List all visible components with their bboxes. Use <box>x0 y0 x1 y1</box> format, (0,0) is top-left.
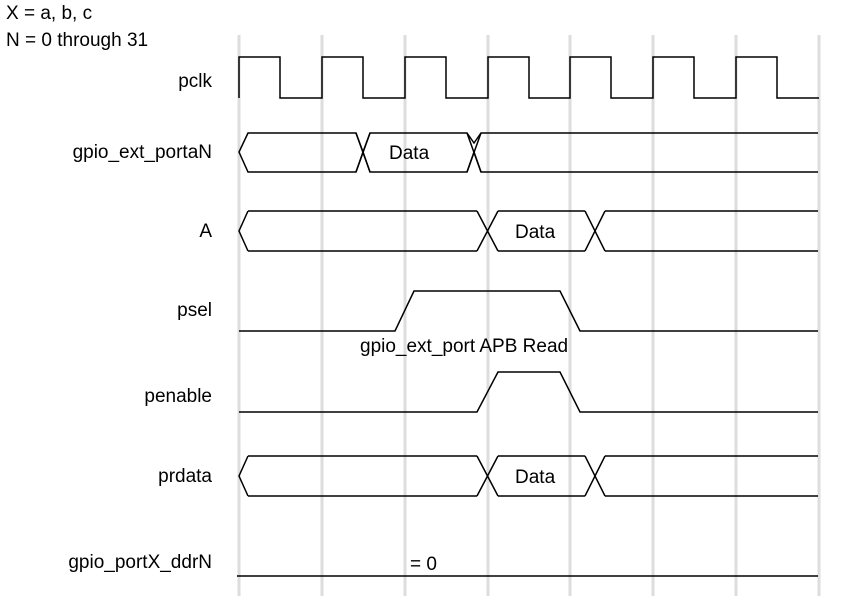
penable-waveform <box>239 371 818 413</box>
signal-label-psel: psel <box>177 300 212 321</box>
psel-waveform <box>239 290 818 332</box>
signal-label-pclk: pclk <box>178 71 212 92</box>
apb-read-annotation: gpio_ext_port APB Read <box>360 336 568 357</box>
ddr-value-label: = 0 <box>410 554 437 575</box>
signal-label-a: A <box>199 221 212 242</box>
prdata-waveform <box>238 455 818 497</box>
note-n-range: N = 0 through 31 <box>6 30 149 51</box>
prdata-data-label: Data <box>515 467 556 488</box>
a-waveform <box>238 210 818 252</box>
gpio-ext-portan-data-label: Data <box>389 143 430 164</box>
pclk-waveform <box>238 56 819 99</box>
note-x-values: X = a, b, c <box>6 3 93 24</box>
signal-label-prdata: prdata <box>158 466 212 487</box>
signal-label-penable: penable <box>144 386 212 407</box>
signal-label-gpio-portx-ddrn: gpio_portX_ddrN <box>68 552 212 573</box>
gpio-ext-portan-waveform <box>238 132 818 173</box>
a-data-label: Data <box>515 222 556 243</box>
signal-label-gpio-ext-portan: gpio_ext_portaN <box>72 142 212 163</box>
cycle-gridlines <box>237 35 821 596</box>
